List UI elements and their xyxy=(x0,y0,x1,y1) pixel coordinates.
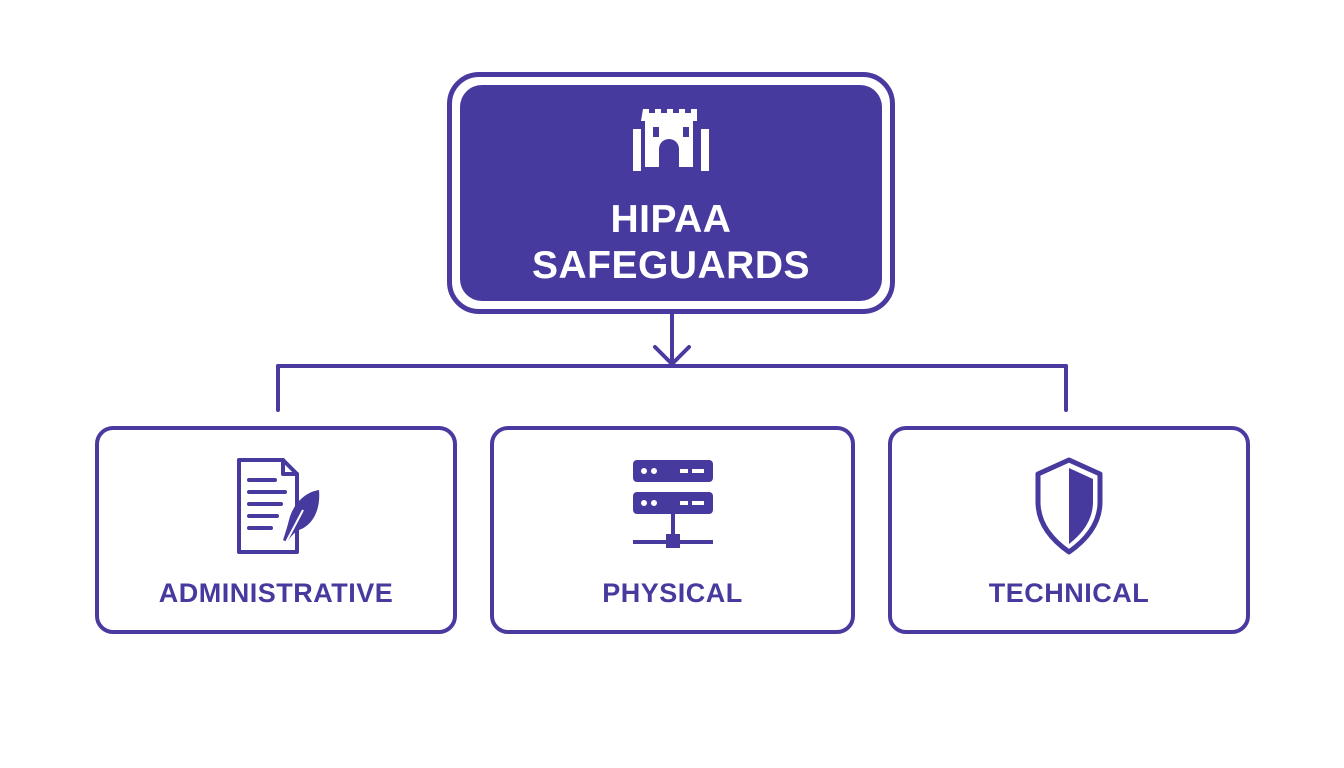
castle-icon xyxy=(633,109,709,171)
root-title: HIPAA SAFEGUARDS xyxy=(532,197,810,289)
physical-label: PHYSICAL xyxy=(602,578,743,608)
root-node: HIPAA SAFEGUARDS xyxy=(447,72,895,314)
physical-node: PHYSICAL xyxy=(490,426,855,634)
technical-node: TECHNICAL xyxy=(888,426,1250,634)
server-icon xyxy=(632,460,713,548)
technical-label: TECHNICAL xyxy=(988,578,1150,608)
root-title-line1: HIPAA xyxy=(610,198,732,241)
document-quill-icon xyxy=(237,458,320,554)
root-title-line2: SAFEGUARDS xyxy=(531,244,811,287)
root-node-fill: HIPAA SAFEGUARDS xyxy=(460,85,882,301)
shield-icon xyxy=(1035,457,1103,555)
administrative-node: ADMINISTRATIVE xyxy=(95,426,457,634)
administrative-label: ADMINISTRATIVE xyxy=(158,578,394,608)
